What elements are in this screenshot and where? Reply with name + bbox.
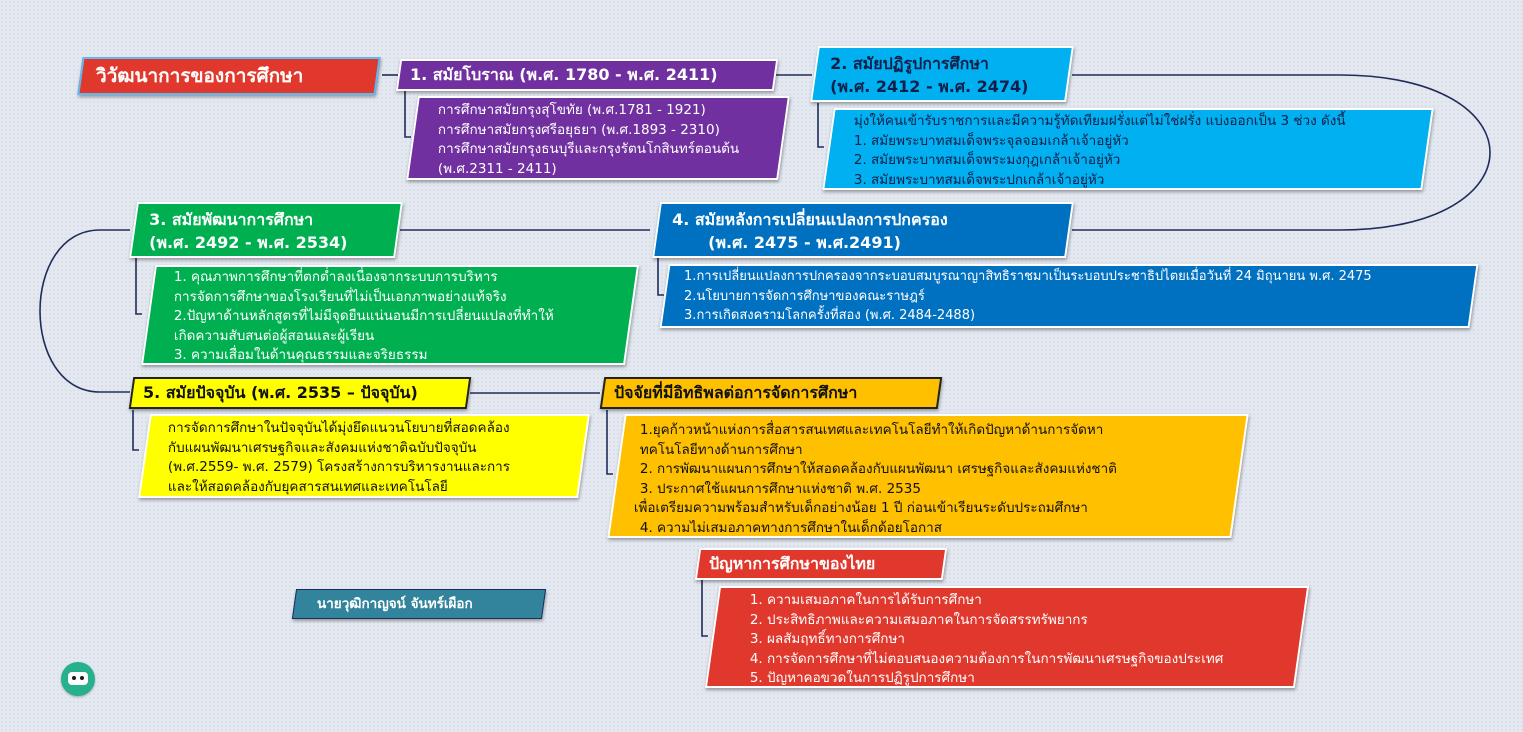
list-item: 1.ยุคก้าวหน้าแห่งการสื่อสารสนเทศและเทคโน…	[639, 422, 1104, 438]
era5-content-box: การจัดการศึกษาในปัจจุบันได้มุ่งยึดแนวนโย…	[138, 414, 590, 498]
list-item: กับแผนพัฒนาเศรษฐกิจและสังคมแห่งชาติฉบับป…	[167, 439, 477, 456]
era1-list: การศึกษาสมัยกรุงสุโขทัย (พ.ศ.1781 - 1921…	[414, 98, 782, 179]
era3-heading-line2: (พ.ศ. 2492 - พ.ศ. 2534)	[149, 233, 348, 252]
era5-list: การจัดการศึกษาในปัจจุบันได้มุ่งยึดแนวนโย…	[146, 416, 582, 497]
problems-heading: ปัญหาการศึกษาของไทย	[709, 554, 876, 573]
era3-heading-box: 3. สมัยพัฒนาการศึกษา (พ.ศ. 2492 - พ.ศ. 2…	[129, 202, 403, 258]
list-item: (พ.ศ.2559- พ.ศ. 2579) โครงสร้างการบริหาร…	[167, 459, 511, 475]
era5-heading: 5. สมัยปัจจุบัน (พ.ศ. 2535 – ปัจจุบัน)	[143, 383, 418, 402]
list-item: 1. คุณภาพการศึกษาที่ตกต่ำลงเนื่องจากระบบ…	[173, 269, 498, 285]
list-item: การจัดการศึกษาของโรงเรียนที่ไม่เป็นเอกภา…	[173, 288, 507, 305]
list-item: 2.ปัญหาด้านหลักสูตรที่ไม่มีจุดยืนแน่นอนม…	[173, 308, 554, 324]
factors-heading: ปัจจัยที่มีอิทธิพลต่อการจัดการศึกษา	[614, 383, 858, 402]
era4-heading-line2: (พ.ศ. 2475 - พ.ศ.2491)	[708, 233, 901, 252]
list-item: 3. ความเสื่อมในด้านคุณธรรมและจริยธรรม	[173, 347, 428, 363]
list-item: และให้สอดคล้องกับยุคสารสนเทศและเทคโนโลยี	[167, 478, 448, 495]
author-name: นายวุฒิกาญจน์ จันทร์เผือก	[317, 596, 473, 612]
list-item: 3. ประกาศใช้แผนการศึกษาแห่งชาติ พ.ศ. 253…	[639, 480, 921, 497]
era2-heading-box: 2. สมัยปฏิรูปการศึกษา (พ.ศ. 2412 - พ.ศ. …	[810, 46, 1074, 102]
problems-list: 1. ความเสมอภาคในการได้รับการศึกษา 2. ประ…	[714, 588, 1300, 689]
list-item: การศึกษาสมัยกรุงสุโขทัย (พ.ศ.1781 - 1921…	[437, 102, 706, 118]
main-title: วิวัฒนาการของการศึกษา	[96, 65, 304, 87]
author-box: นายวุฒิกาญจน์ จันทร์เผือก	[291, 589, 547, 619]
list-item: 2. การพัฒนาแผนการศึกษาให้สอดคล้องกับแผนพ…	[639, 461, 1117, 477]
list-item: 3. ผลสัมฤทธิ์ทางการศึกษา	[749, 631, 905, 647]
era5-heading-box: 5. สมัยปัจจุบัน (พ.ศ. 2535 – ปัจจุบัน)	[128, 377, 472, 409]
factors-list: 1.ยุคก้าวหน้าแห่งการสื่อสารสนเทศและเทคโน…	[618, 416, 1238, 538]
list-item: 4. ความไม่เสมอภาคทางการศึกษาในเด็กด้อยโอ…	[639, 519, 943, 536]
list-item: 3. สมัยพระบาทสมเด็จพระปกเกล้าเจ้าอยู่หัว	[853, 171, 1105, 188]
list-item: 5. ปัญหาคอขวดในการปฏิรูปการศึกษา	[749, 670, 975, 686]
era2-list: มุ่งให้คนเข้ารับราชการและมีความรู้ทัดเที…	[830, 110, 1426, 190]
era4-content-box: 1.การเปลี่ยนแปลงการปกครองจากระบอบสมบูรณา…	[659, 264, 1479, 328]
list-item: 2. สมัยพระบาทสมเด็จพระมงกุฎเกล้าเจ้าอยู่…	[853, 152, 1121, 168]
list-item: เกิดความสับสนต่อผู้สอนและผู้เรียน	[173, 327, 375, 344]
era3-heading-line1: 3. สมัยพัฒนาการศึกษา	[149, 210, 314, 229]
list-item: 4. การจัดการศึกษาที่ไม่ตอบสนองความต้องกา…	[749, 650, 1224, 667]
list-item: การศึกษาสมัยกรุงธนบุรีและกรุงรัตนโกสินทร…	[437, 141, 740, 157]
era1-heading-box: 1. สมัยโบราณ (พ.ศ. 1780 - พ.ศ. 2411)	[395, 59, 779, 91]
list-item: 2.นโยบายการจัดการศึกษาของคณะราษฎร์	[684, 288, 925, 304]
list-item: 1. ความเสมอภาคในการได้รับการศึกษา	[749, 592, 982, 608]
list-item: มุ่งให้คนเข้ารับราชการและมีความรู้ทัดเที…	[853, 113, 1346, 129]
problems-content-box: 1. ความเสมอภาคในการได้รับการศึกษา 2. ประ…	[704, 586, 1310, 689]
era2-content-box: มุ่งให้คนเข้ารับราชการและมีความรู้ทัดเที…	[822, 108, 1434, 190]
era2-heading-line2: (พ.ศ. 2412 - พ.ศ. 2474)	[830, 77, 1029, 96]
era4-list: 1.การเปลี่ยนแปลงการปกครองจากระบอบสมบูรณา…	[666, 266, 1472, 326]
robot-icon[interactable]	[61, 662, 95, 696]
era1-heading: 1. สมัยโบราณ (พ.ศ. 1780 - พ.ศ. 2411)	[410, 65, 718, 84]
era4-heading-line1: 4. สมัยหลังการเปลี่ยนแปลงการปกครอง	[672, 210, 948, 229]
problems-heading-box: ปัญหาการศึกษาของไทย	[694, 548, 948, 580]
era3-heading: 3. สมัยพัฒนาการศึกษา (พ.ศ. 2492 - พ.ศ. 2…	[135, 204, 397, 254]
era4-heading: 4. สมัยหลังการเปลี่ยนแปลงการปกครอง (พ.ศ.…	[658, 204, 1068, 254]
factors-heading-box: ปัจจัยที่มีอิทธิพลต่อการจัดการศึกษา	[599, 377, 943, 409]
era3-content-box: 1. คุณภาพการศึกษาที่ตกต่ำลงเนื่องจากระบบ…	[140, 265, 640, 366]
list-item: ทคโนโลยีทางด้านการศึกษา	[639, 441, 803, 458]
list-item: การศึกษาสมัยกรุงศรีอยุธยา (พ.ศ.1893 - 23…	[437, 121, 720, 138]
list-item: เพื่อเตรียมความพร้อมสำหรับเด็กอย่างน้อย …	[633, 500, 1088, 516]
list-item: (พ.ศ.2311 - 2411)	[437, 160, 557, 177]
list-item: 1. สมัยพระบาทสมเด็จพระจุลจอมเกล้าเจ้าอยู…	[853, 132, 1129, 149]
factors-content-box: 1.ยุคก้าวหน้าแห่งการสื่อสารสนเทศและเทคโน…	[607, 414, 1249, 538]
era4-heading-box: 4. สมัยหลังการเปลี่ยนแปลงการปกครอง (พ.ศ.…	[652, 202, 1074, 258]
era2-heading: 2. สมัยปฏิรูปการศึกษา (พ.ศ. 2412 - พ.ศ. …	[816, 48, 1068, 98]
list-item: 2. ประสิทธิภาพและความเสมอภาคในการจัดสรรท…	[749, 611, 1088, 628]
list-item: 1.การเปลี่ยนแปลงการปกครองจากระบอบสมบูรณา…	[684, 269, 1372, 284]
era3-list: 1. คุณภาพการศึกษาที่ตกต่ำลงเนื่องจากระบบ…	[150, 267, 630, 366]
list-item: การจัดการศึกษาในปัจจุบันได้มุ่งยึดแนวนโย…	[167, 420, 510, 436]
main-title-box: วิวัฒนาการของการศึกษา	[77, 57, 381, 95]
list-item: 3.การเกิดสงครามโลกครั้งที่สอง (พ.ศ. 2484…	[684, 308, 976, 323]
era1-content-box: การศึกษาสมัยกรุงสุโขทัย (พ.ศ.1781 - 1921…	[406, 96, 790, 180]
era2-heading-line1: 2. สมัยปฏิรูปการศึกษา	[830, 54, 989, 73]
